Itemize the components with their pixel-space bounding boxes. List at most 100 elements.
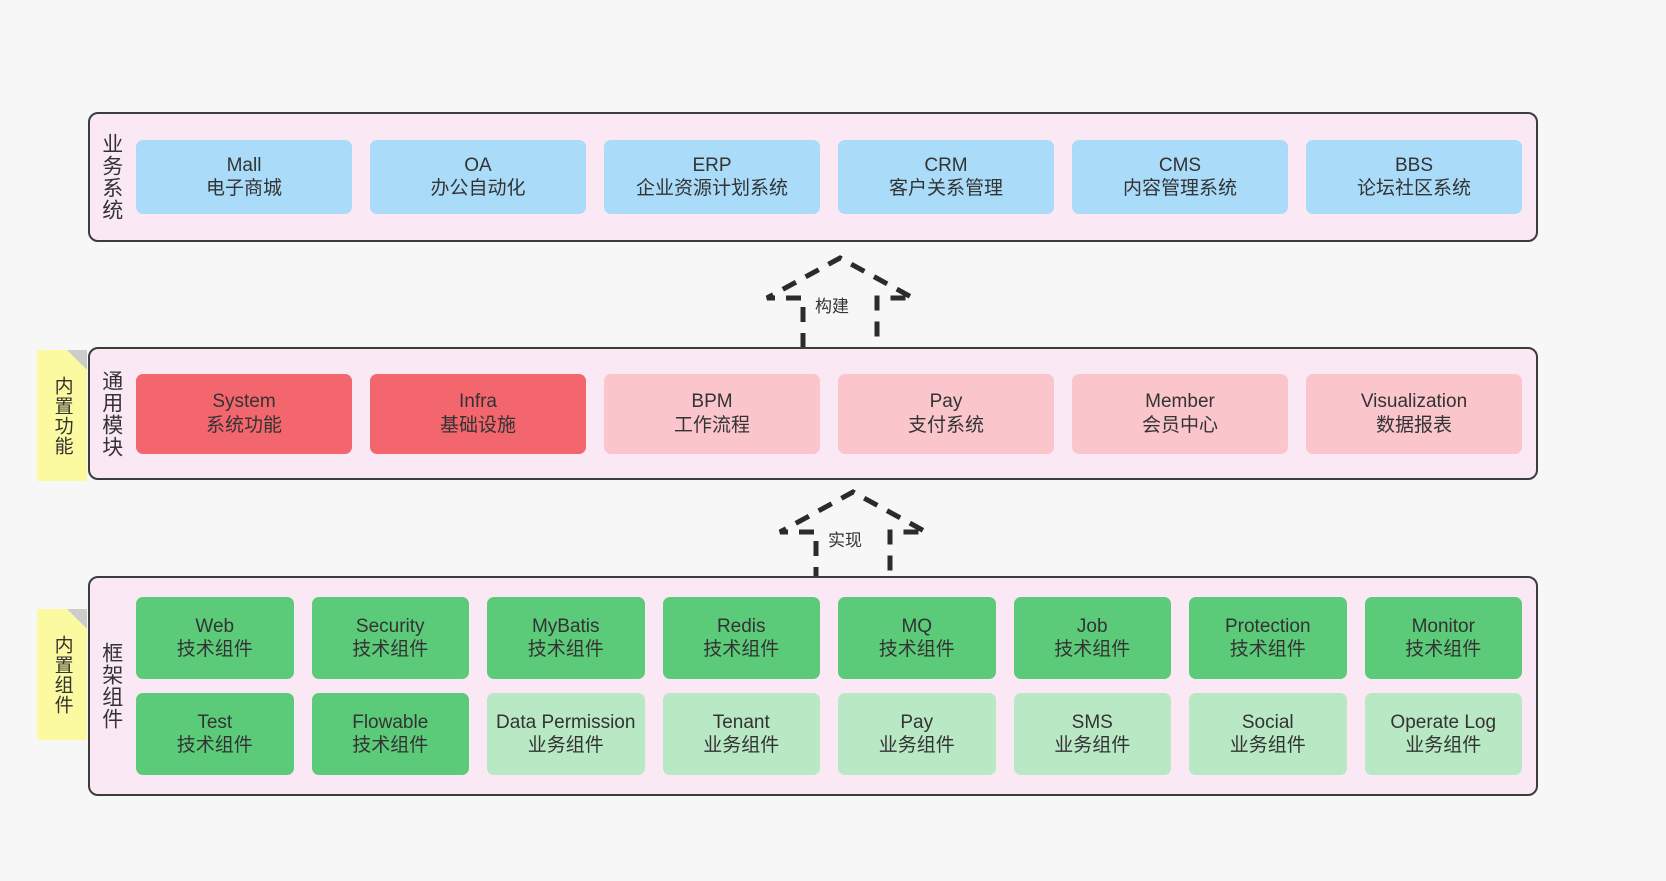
- node-subtitle: 论坛社区系统: [1356, 178, 1471, 199]
- node-box-erp[interactable]: ERP 企业资源计划系统: [604, 140, 820, 214]
- node-title: Visualization: [1360, 391, 1468, 413]
- node-subtitle: 客户关系管理: [888, 178, 1003, 199]
- node-title: Monitor: [1411, 615, 1475, 637]
- node-title: BBS: [1394, 154, 1434, 176]
- node-box-bbs[interactable]: BBS 论坛社区系统: [1306, 140, 1522, 214]
- node-subtitle: 技术组件: [352, 735, 429, 756]
- node-box-redis[interactable]: Redis 技术组件: [662, 597, 820, 679]
- node-box-infra[interactable]: Infra 基础设施: [370, 373, 586, 454]
- node-subtitle: 技术组件: [703, 639, 780, 660]
- box-row: Mall 电子商城 OA 办公自动化 ERP 企业资源计划系统 CRM 客户关系…: [136, 140, 1522, 214]
- node-subtitle: 系统功能: [205, 414, 282, 436]
- implement-arrow-label: 实现: [828, 531, 862, 550]
- node-title: Social: [1241, 711, 1294, 733]
- node-title: CMS: [1158, 154, 1202, 176]
- node-title: System: [212, 391, 276, 413]
- node-box-oa[interactable]: OA 办公自动化: [370, 140, 586, 214]
- layer-panel-framework-component: 框架组件 Web 技术组件 Security 技术组件 MyBatis 技术组件…: [88, 576, 1538, 796]
- node-subtitle: 技术组件: [176, 639, 253, 660]
- node-subtitle: 内容管理系统: [1122, 178, 1237, 199]
- node-subtitle: 业务组件: [878, 735, 955, 756]
- node-title: Redis: [716, 615, 766, 637]
- node-box-monitor[interactable]: Monitor 技术组件: [1364, 597, 1522, 679]
- node-title: OA: [464, 154, 492, 176]
- node-subtitle: 技术组件: [1405, 639, 1482, 660]
- node-box-cms[interactable]: CMS 内容管理系统: [1072, 140, 1288, 214]
- node-box-mq[interactable]: MQ 技术组件: [838, 597, 996, 679]
- box-row: Web 技术组件 Security 技术组件 MyBatis 技术组件 Redi…: [136, 597, 1522, 679]
- node-title: Infra: [458, 391, 498, 413]
- build-arrow: [765, 255, 915, 348]
- node-box-mybatis[interactable]: MyBatis 技术组件: [487, 597, 645, 679]
- node-subtitle: 支付系统: [907, 414, 984, 436]
- node-subtitle: 业务组件: [1405, 735, 1482, 756]
- boxes-area-framework-component: Web 技术组件 Security 技术组件 MyBatis 技术组件 Redi…: [132, 578, 1536, 794]
- node-box-system[interactable]: System 系统功能: [136, 373, 352, 454]
- build-arrow-label: 构建: [815, 297, 849, 316]
- node-title: Pay: [929, 391, 963, 413]
- sticky-note-builtin-functions: 内置功能: [37, 350, 87, 481]
- layer-panel-business-system: 业务系统 Mall 电子商城 OA 办公自动化 ERP 企业资源计划系统 CRM…: [88, 112, 1538, 242]
- node-subtitle: 业务组件: [1054, 735, 1131, 756]
- node-box-flowable[interactable]: Flowable 技术组件: [311, 693, 469, 775]
- box-row: System 系统功能 Infra 基础设施 BPM 工作流程 Pay 支付系统…: [136, 373, 1522, 454]
- node-box-operate-log[interactable]: Operate Log 业务组件: [1364, 693, 1522, 775]
- node-subtitle: 数据报表: [1375, 414, 1452, 436]
- boxes-area-business-system: Mall 电子商城 OA 办公自动化 ERP 企业资源计划系统 CRM 客户关系…: [132, 114, 1536, 240]
- node-subtitle: 业务组件: [703, 735, 780, 756]
- node-box-social[interactable]: Social 业务组件: [1189, 693, 1347, 775]
- node-subtitle: 技术组件: [1229, 639, 1306, 660]
- node-box-member[interactable]: Member 会员中心: [1072, 373, 1288, 454]
- node-title: Operate Log: [1390, 711, 1497, 733]
- layer-panel-common-module: 通用模块 System 系统功能 Infra 基础设施 BPM 工作流程 Pay…: [88, 347, 1538, 480]
- node-title: Test: [197, 711, 233, 733]
- node-subtitle: 电子商城: [205, 178, 282, 199]
- node-box-test[interactable]: Test 技术组件: [136, 693, 294, 775]
- node-box-pay[interactable]: Pay 支付系统: [838, 373, 1054, 454]
- node-subtitle: 技术组件: [352, 639, 429, 660]
- node-subtitle: 技术组件: [878, 639, 955, 660]
- folded-corner-icon: [67, 609, 87, 629]
- node-title: BPM: [691, 391, 733, 413]
- layer-label-business-system: 业务系统: [99, 133, 123, 221]
- sticky-note-builtin-components: 内置组件: [37, 609, 87, 740]
- node-title: Pay: [900, 711, 934, 733]
- node-title: Flowable: [352, 711, 429, 733]
- node-box-web[interactable]: Web 技术组件: [136, 597, 294, 679]
- node-subtitle: 业务组件: [1229, 735, 1306, 756]
- layer-label-common-module: 通用模块: [99, 369, 123, 458]
- node-title: Job: [1076, 615, 1108, 637]
- node-subtitle: 会员中心: [1141, 414, 1218, 436]
- node-subtitle: 技术组件: [176, 735, 253, 756]
- node-box-security[interactable]: Security 技术组件: [311, 597, 469, 679]
- node-box-visualization[interactable]: Visualization 数据报表: [1306, 373, 1522, 454]
- node-box-data-permission[interactable]: Data Permission 业务组件: [487, 693, 645, 775]
- node-box-pay-business[interactable]: Pay 业务组件: [838, 693, 996, 775]
- node-title: CRM: [924, 154, 968, 176]
- node-subtitle: 办公自动化: [430, 178, 526, 199]
- node-box-tenant[interactable]: Tenant 业务组件: [662, 693, 820, 775]
- node-box-bpm[interactable]: BPM 工作流程: [604, 373, 820, 454]
- node-title: MyBatis: [531, 615, 600, 637]
- node-box-job[interactable]: Job 技术组件: [1013, 597, 1171, 679]
- node-title: MQ: [901, 615, 933, 637]
- node-title: Security: [355, 615, 425, 637]
- node-subtitle: 技术组件: [527, 639, 604, 660]
- folded-corner-icon: [67, 350, 87, 370]
- node-box-protection[interactable]: Protection 技术组件: [1189, 597, 1347, 679]
- node-subtitle: 工作流程: [673, 414, 750, 436]
- node-box-sms[interactable]: SMS 业务组件: [1013, 693, 1171, 775]
- node-title: SMS: [1071, 711, 1113, 733]
- boxes-area-common-module: System 系统功能 Infra 基础设施 BPM 工作流程 Pay 支付系统…: [132, 349, 1536, 478]
- node-box-mall[interactable]: Mall 电子商城: [136, 140, 352, 214]
- node-title: ERP: [692, 154, 732, 176]
- box-row: Test 技术组件 Flowable 技术组件 Data Permission …: [136, 693, 1522, 775]
- node-title: Protection: [1224, 615, 1311, 637]
- node-title: Mall: [226, 154, 262, 176]
- node-subtitle: 企业资源计划系统: [635, 178, 788, 199]
- layer-label-framework-component: 框架组件: [99, 642, 123, 730]
- implement-arrow: [778, 489, 928, 582]
- node-box-crm[interactable]: CRM 客户关系管理: [838, 140, 1054, 214]
- sticky-note-label: 内置功能: [51, 375, 73, 456]
- node-title: Member: [1145, 391, 1215, 413]
